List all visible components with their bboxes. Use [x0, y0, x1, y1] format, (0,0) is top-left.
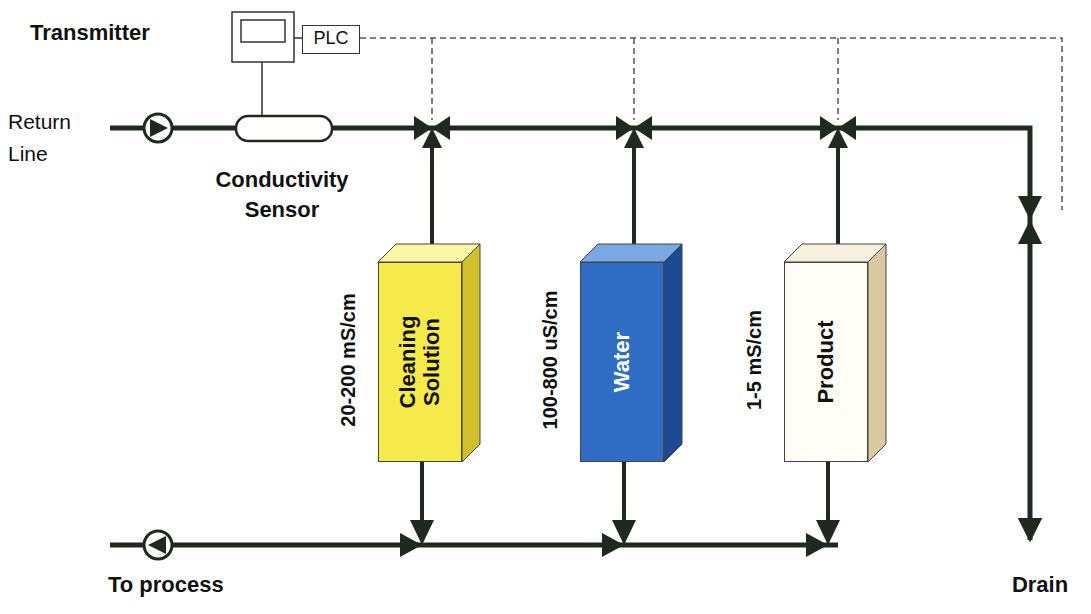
tank-body	[868, 244, 886, 462]
plc-box: PLC	[302, 25, 360, 54]
three-way-valve	[414, 116, 856, 148]
line-label: Return Line	[8, 106, 103, 169]
control-signal-line	[633, 38, 635, 120]
three-way-valve	[422, 128, 442, 148]
pump-symbol	[144, 114, 172, 559]
return-pipe	[110, 128, 1030, 540]
tank-outlet-line	[420, 462, 424, 522]
tank-outlet-line	[622, 462, 626, 522]
transmitter-unit	[261, 62, 263, 116]
product-tank: Product	[784, 262, 868, 462]
tank-outlet-line	[826, 462, 830, 522]
tank-outlet-line	[632, 142, 636, 248]
pump-symbol	[150, 119, 168, 137]
pump-symbol	[144, 114, 172, 142]
transmitter-unit	[232, 12, 294, 62]
junction-arrow	[602, 533, 624, 557]
node-text: Water	[610, 277, 634, 447]
water-tank: Water	[580, 262, 664, 462]
outlet-label: Drain	[1012, 572, 1068, 597]
drain-valve	[1018, 196, 1042, 244]
tank-outlet-line	[430, 142, 434, 248]
pump-symbol	[144, 531, 172, 559]
transmitter-unit	[294, 37, 302, 39]
junction-arrow	[806, 533, 828, 557]
control-signal-line	[837, 38, 839, 120]
junction-arrow	[400, 520, 840, 557]
drain-valve	[1018, 196, 1042, 220]
conductivity-range: 20-200 mS/cm	[337, 293, 360, 426]
conductivity-range: 100-800 uS/cm	[539, 291, 562, 430]
cleaning-tank: Cleaning Solution	[378, 262, 462, 462]
conductivity-range: 1-5 mS/cm	[743, 310, 766, 410]
tank-body	[664, 244, 682, 462]
tank-outlet-line	[836, 142, 840, 248]
drain-valve	[1018, 220, 1042, 244]
three-way-valve	[624, 128, 644, 148]
device-label: Transmitter	[30, 20, 150, 45]
control-signal-line	[431, 38, 433, 120]
node-text: Cleaning Solution	[396, 277, 444, 447]
outlet-label: To process	[108, 572, 224, 597]
sensor-label: Conductivity Sensor	[187, 165, 377, 224]
three-way-valve	[828, 128, 848, 148]
node-text: Product	[814, 277, 838, 447]
junction-arrow	[400, 533, 422, 557]
tank-body	[378, 244, 886, 462]
node-text: PLC	[303, 26, 359, 49]
supply-pipe	[110, 543, 838, 548]
conductivity-sensor	[236, 116, 332, 141]
tank-body	[462, 244, 480, 462]
transmitter-unit	[241, 20, 285, 42]
supply-pipe	[110, 543, 838, 548]
conductivity-sensor	[236, 116, 332, 141]
pump-symbol	[148, 536, 166, 554]
tank-outlet-line	[422, 142, 838, 522]
transmitter-unit	[232, 12, 302, 116]
control-signal-line	[360, 38, 1062, 210]
return-pipe	[110, 128, 1030, 540]
control-signal-line	[360, 38, 1062, 210]
